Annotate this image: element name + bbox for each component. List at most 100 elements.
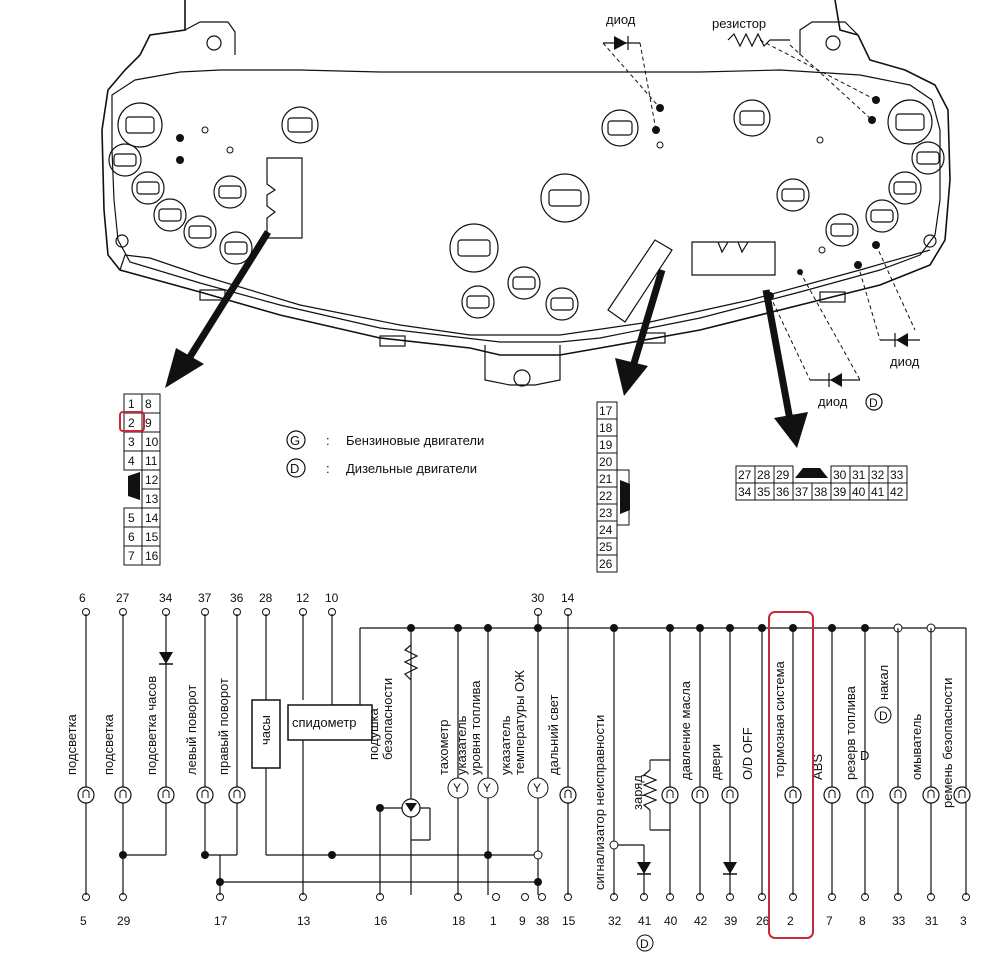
connector-middle-pin: 26 xyxy=(599,557,613,571)
connector-left-pin: 1 xyxy=(128,397,135,411)
lamp-icon xyxy=(559,786,577,804)
arrow-middle xyxy=(615,268,666,396)
lamp-icon xyxy=(196,786,214,804)
bottom-pin-label: 2 xyxy=(787,914,794,928)
svg-text:Y: Y xyxy=(483,781,491,795)
bottom-pin-label: 7 xyxy=(826,914,833,928)
label-resistor: резистор xyxy=(712,16,766,31)
legend-d-symbol: D xyxy=(290,461,299,476)
bottom-pin-label: 31 xyxy=(925,914,939,928)
label-podsvetka1: подсветка xyxy=(64,713,79,775)
label-davlenie: давление масла xyxy=(678,680,693,780)
bottom-pin-terminal xyxy=(492,893,500,901)
label-podushka: подушка xyxy=(366,708,381,760)
legend-d-sep: : xyxy=(326,461,330,476)
lamp-icon xyxy=(77,786,95,804)
label-signalizator: сигнализатор неисправности xyxy=(592,715,607,890)
arrow-left xyxy=(165,230,271,388)
lamp-icon xyxy=(823,786,841,804)
label-diode-right: диод xyxy=(890,354,920,369)
connector-right-pin: 32 xyxy=(871,468,885,482)
connector-right-pin: 38 xyxy=(814,485,828,499)
connector-middle-pin: 24 xyxy=(599,523,613,537)
connector-right-pin: 30 xyxy=(833,468,847,482)
connector-middle-pin: 18 xyxy=(599,421,613,435)
svg-text:Y: Y xyxy=(453,781,461,795)
connector-middle-pin: 17 xyxy=(599,404,613,418)
speedometer-box xyxy=(287,704,373,741)
bottom-pin-label: 29 xyxy=(117,914,131,928)
top-pin-label: 10 xyxy=(325,591,339,605)
bottom-pin-label: 18 xyxy=(452,914,466,928)
connector-right-pin: 29 xyxy=(776,468,790,482)
bottom-pin-label: 8 xyxy=(859,914,866,928)
lamp-icon xyxy=(691,786,709,804)
connector-right-pin: 42 xyxy=(890,485,904,499)
label-tahometr: тахометр xyxy=(436,719,451,775)
bulb-sockets xyxy=(108,99,945,321)
label-ukazatel_temp-cont: температуры ОЖ xyxy=(512,670,527,775)
connector-left-pin: 6 xyxy=(128,530,135,544)
label-remen: ремень безопасности xyxy=(940,678,955,808)
connector-right-pin: 31 xyxy=(852,468,866,482)
lamp-icon xyxy=(721,786,739,804)
label-rezerv: резерв топлива xyxy=(843,685,858,780)
top-pin-label: 27 xyxy=(116,591,130,605)
legend-g-symbol: G xyxy=(290,433,300,448)
connector-right-pin: 39 xyxy=(833,485,847,499)
legend-d-text: Дизельные двигатели xyxy=(346,461,477,476)
label-dveri: двери xyxy=(708,744,723,780)
bottom-pin-label: 15 xyxy=(562,914,576,928)
connector-left-pin: 2 xyxy=(128,416,135,430)
svg-text:Y: Y xyxy=(533,781,541,795)
bottom-pin-terminal xyxy=(538,893,546,901)
connector-middle-pin: 19 xyxy=(599,438,613,452)
highlight-pin-2 xyxy=(119,411,145,432)
bottom-pin-label: 42 xyxy=(694,914,708,928)
nakal-d-mark: D xyxy=(879,709,888,723)
connector-left-pin: 9 xyxy=(145,416,152,430)
connector-left-pin: 8 xyxy=(145,397,152,411)
bottom-pin-label: 9 xyxy=(519,914,526,928)
top-pin-label: 36 xyxy=(230,591,244,605)
connector-left-pin: 10 xyxy=(145,435,159,449)
connector-right-pin: 33 xyxy=(890,468,904,482)
bottom-pin-label: 13 xyxy=(297,914,311,928)
label-ukazatel_topliva-cont: уровня топлива xyxy=(468,680,483,775)
connector-left-pin: 11 xyxy=(145,454,158,468)
panel-socket-left xyxy=(266,157,303,239)
top-pin-label: 34 xyxy=(159,591,173,605)
bottom-pin-label: 26 xyxy=(756,914,770,928)
bottom-pin-label: 40 xyxy=(664,914,678,928)
connector-left-pin: 5 xyxy=(128,511,135,525)
label-omyvatel: омыватель xyxy=(909,714,924,780)
bottom-pin-label: 39 xyxy=(724,914,738,928)
legend: G : Бензиновые двигатели D : Дизельные д… xyxy=(286,430,484,478)
bottom-pin-label: 17 xyxy=(214,914,228,928)
panel-socket-middle xyxy=(607,239,673,323)
label-ukazatel_temp: указатель xyxy=(498,715,513,775)
connector-right-pin: 37 xyxy=(795,485,809,499)
label-diode-top: диод xyxy=(606,12,636,27)
connector-right-pin: 36 xyxy=(776,485,790,499)
speedometer-label: спидометр xyxy=(292,715,357,730)
label-dalnii_svet: дальний свет xyxy=(546,694,561,775)
connector-left-pin: 4 xyxy=(128,454,135,468)
resistor-symbol xyxy=(727,32,790,48)
label-zaryad: заряд xyxy=(630,775,645,810)
clock-box xyxy=(251,699,281,769)
connector-middle-pin: 25 xyxy=(599,540,613,554)
gauge-fuel: Y xyxy=(477,777,499,799)
gauge-tachometer: Y xyxy=(447,777,469,799)
label-pravyi_povorot: правый поворот xyxy=(216,678,231,775)
label-podsvetka_chasov: подсветка часов xyxy=(144,676,159,775)
bottom-pin-label: 41 xyxy=(638,914,652,928)
connector-right-pin: 34 xyxy=(738,485,752,499)
bottom-d-mark: D xyxy=(640,937,649,951)
connector-right-pin: 41 xyxy=(871,485,885,499)
bottom-pin-label: 5 xyxy=(80,914,87,928)
lamp-icon xyxy=(784,786,802,804)
